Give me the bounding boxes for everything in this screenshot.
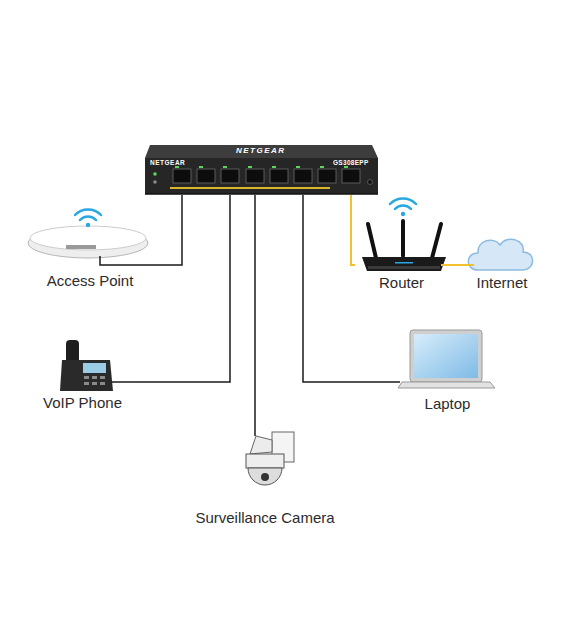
voip-phone-device: [92, 382, 97, 385]
surveillance-camera-device: [246, 425, 294, 485]
switch-body: [145, 145, 378, 158]
wifi-icon: [75, 209, 101, 227]
wifi-icon: [401, 212, 405, 216]
switch-ports: [320, 166, 324, 168]
brand-logo: NETGEAR: [236, 147, 286, 155]
voip-phone-device: [60, 360, 113, 391]
access-point-device: [28, 226, 155, 265]
router-device: [441, 264, 448, 266]
laptop-device: [410, 330, 482, 382]
laptop-device: [414, 334, 478, 378]
brand-label: NETGEAR: [150, 160, 185, 167]
network-cable: [448, 264, 467, 266]
wifi-icon: [86, 223, 90, 227]
wifi-icon: [390, 198, 416, 216]
camera-node: Surveillance Camera: [180, 425, 350, 527]
network-cable: [351, 195, 355, 265]
voip-phone-device: [83, 363, 106, 373]
network-cable: [155, 195, 182, 265]
wifi-icon: [390, 198, 416, 204]
voip-phone-device: [92, 376, 97, 379]
switch-ports: [272, 166, 276, 168]
laptop-device: [398, 382, 495, 388]
router-node: Router: [355, 198, 448, 292]
voip-phone-device: [100, 382, 105, 385]
wifi-icon: [395, 206, 411, 209]
switch-body: [153, 172, 157, 176]
network-cable: [135, 195, 230, 382]
router-device: [362, 257, 446, 271]
switch-ports: [342, 169, 360, 183]
switch-ports: [296, 166, 300, 168]
access-point-device: [30, 226, 146, 250]
voip-phone-device: [112, 381, 135, 383]
voip-phone-device: [84, 376, 89, 379]
router-device: [362, 221, 448, 271]
router-device: [432, 224, 441, 258]
surveillance-camera-device: [261, 473, 269, 481]
surveillance-camera-device: [248, 468, 282, 485]
access-point-device: [100, 256, 155, 265]
laptop-node: Laptop: [400, 325, 495, 413]
switch-body: [153, 180, 157, 184]
router-device: [401, 221, 405, 256]
switch-body: [145, 193, 378, 195]
laptop-device: [398, 330, 495, 388]
internet-cloud: [467, 239, 533, 270]
network-cable: [254, 195, 256, 425]
switch-ports: [270, 169, 288, 183]
switch-ports: [175, 166, 179, 168]
device-label: Router: [355, 274, 448, 292]
router-device: [395, 262, 413, 264]
switch-ports: [344, 166, 348, 168]
device-label: Laptop: [400, 395, 495, 413]
switch-ports: [248, 166, 252, 168]
switch-ports: [199, 166, 203, 168]
access-point-device: [66, 245, 96, 249]
router-device: [368, 224, 376, 258]
switch-ports: [197, 169, 215, 183]
surveillance-camera-device: [254, 425, 256, 436]
voip-phone-device: [84, 382, 89, 385]
voip-phone-device: [100, 376, 105, 379]
voip-phone-node: VoIP Phone: [30, 335, 135, 412]
router-device: [368, 266, 440, 269]
model-label: GS308EPP: [333, 160, 369, 167]
internet-cloud: [468, 239, 532, 270]
surveillance-camera-device: [246, 454, 284, 468]
internet-cloud: [467, 264, 474, 266]
switch-body: [170, 187, 330, 189]
switch-ports: [221, 169, 239, 183]
switch-ports: [318, 169, 336, 183]
device-label: Access Point: [25, 272, 155, 290]
voip-phone-device: [60, 340, 135, 391]
switch-body: [145, 158, 378, 194]
switch-body: [145, 145, 378, 194]
internet-node: Internet: [467, 228, 537, 292]
switch-node: NETGEAR NETGEAR GS308EPP: [145, 143, 378, 195]
wifi-icon: [80, 217, 96, 220]
wifi-icon: [75, 209, 101, 215]
device-label: Internet: [467, 274, 537, 292]
switch-ports: [246, 169, 264, 183]
device-label: VoIP Phone: [30, 394, 135, 412]
surveillance-camera-device: [250, 436, 272, 454]
device-label: Surveillance Camera: [180, 509, 350, 527]
network-cable: [303, 195, 400, 382]
switch-ports: [173, 169, 191, 183]
switch-ports: [223, 166, 227, 168]
switch-ports: [294, 169, 312, 183]
access-point-node: Access Point: [25, 205, 155, 290]
switch-ports: [173, 166, 360, 183]
switch-body: [368, 180, 373, 185]
